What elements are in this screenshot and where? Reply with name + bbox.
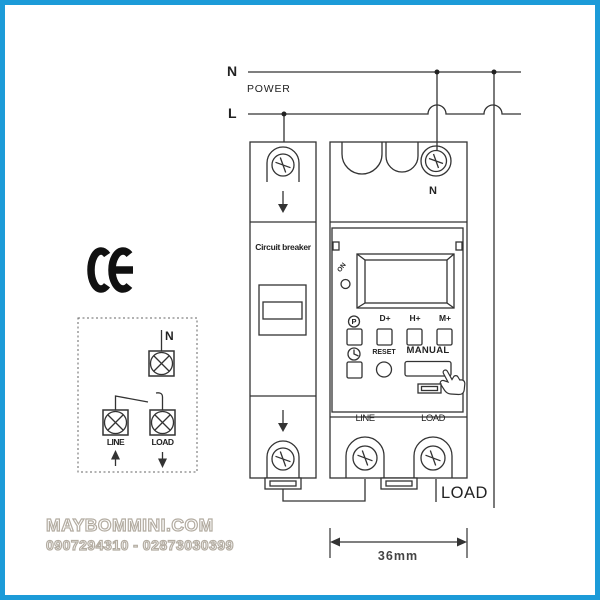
mini-line-up-arrow-icon xyxy=(111,450,120,466)
mini-switch-contact xyxy=(155,392,164,410)
breaker-bottom-arrow-icon xyxy=(278,410,288,432)
mini-line-terminal-icon xyxy=(102,409,129,436)
day-plus-label: D+ xyxy=(379,313,391,323)
lcd-display xyxy=(356,253,455,309)
mini-load-terminal-icon xyxy=(149,409,176,436)
pointing-hand-icon xyxy=(439,369,466,396)
timer-n-terminal-label: N xyxy=(429,185,437,197)
breaker-bottom-screw-terminal-icon xyxy=(266,440,300,478)
load-output-label: LOAD xyxy=(441,484,488,502)
minute-plus-label: M+ xyxy=(438,313,452,323)
timer-switch-device xyxy=(329,141,468,490)
width-dimension-label: 36mm xyxy=(377,549,419,563)
hour-plus-label: H+ xyxy=(409,313,421,323)
circuit-breaker-label: Circuit breaker xyxy=(255,242,311,252)
power-wiring xyxy=(248,69,521,508)
timer-n-screw-terminal-icon xyxy=(420,145,452,177)
timer-din-clip xyxy=(380,477,418,490)
junction-dots xyxy=(281,69,497,117)
breaker-top-screw-terminal-icon xyxy=(266,146,300,182)
reset-button xyxy=(375,361,393,378)
circled-p-icon xyxy=(347,315,361,328)
timer-top-notch xyxy=(385,142,419,173)
live-wire xyxy=(248,104,521,115)
mini-line-label: LINE xyxy=(106,437,125,447)
ce-mark-icon xyxy=(87,247,138,293)
breaker-to-line-wire xyxy=(282,479,366,502)
mini-n-terminal-icon xyxy=(148,350,175,377)
timer-top-notch xyxy=(341,142,383,175)
mini-load-label: LOAD xyxy=(151,437,174,447)
timer-face-panel xyxy=(331,227,464,413)
timer-load-terminal-label: LOAD xyxy=(421,413,445,424)
live-label: L xyxy=(228,105,237,121)
program-button xyxy=(346,328,363,346)
mini-n-label: N xyxy=(165,329,174,343)
program-icon-letter: P xyxy=(351,317,357,326)
breaker-top-arrow-icon xyxy=(278,191,288,213)
timer-face-tab xyxy=(455,241,463,251)
minute-plus-button xyxy=(436,328,453,346)
manual-label: MANUAL xyxy=(406,345,450,356)
mini-wiring-schematic xyxy=(77,317,198,473)
timer-button xyxy=(346,361,363,379)
width-dimension xyxy=(329,528,468,558)
face-latch xyxy=(417,383,442,394)
reset-label: RESET xyxy=(372,349,396,356)
day-plus-button xyxy=(376,328,393,346)
timer-face-tab xyxy=(332,241,340,251)
clock-icon xyxy=(347,347,361,361)
watermark-site: MAYBOMMINI.COM xyxy=(45,515,214,535)
watermark-phones: 0907294310 - 02873030399 xyxy=(45,537,234,553)
neutral-label: N xyxy=(227,63,238,79)
circuit-breaker-device xyxy=(249,141,317,490)
breaker-toggle-switch xyxy=(258,284,307,336)
on-led-icon xyxy=(340,278,351,290)
power-label: POWER xyxy=(247,83,291,95)
timer-line-terminal-label: LINE xyxy=(355,413,375,424)
breaker-din-clip xyxy=(264,477,302,490)
mini-switch-blade xyxy=(114,395,149,410)
timer-load-screw-terminal-icon xyxy=(413,436,453,478)
timer-line-screw-terminal-icon xyxy=(345,436,385,478)
manual-button xyxy=(404,360,452,377)
mini-load-down-arrow-icon xyxy=(158,452,167,468)
dashed-box xyxy=(77,317,198,473)
hour-plus-button xyxy=(406,328,423,346)
